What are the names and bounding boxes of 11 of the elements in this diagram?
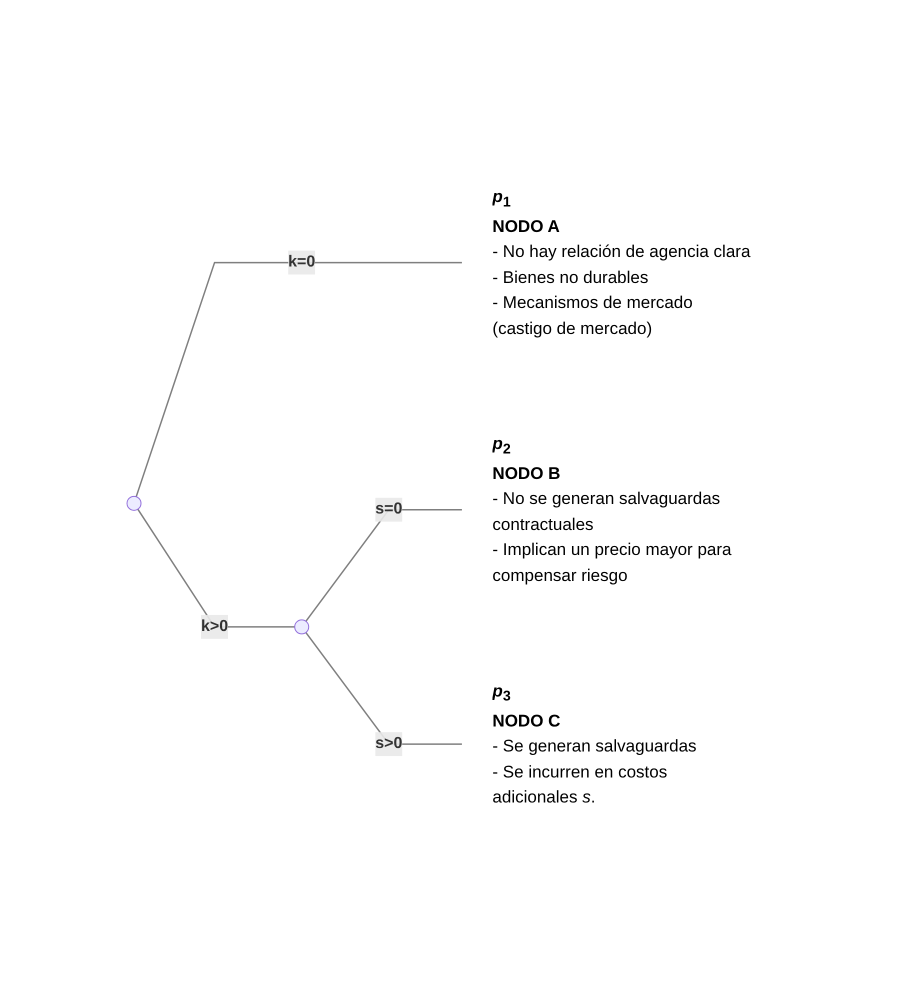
edge-label: s=0	[375, 500, 402, 518]
edge-label: k=0	[288, 253, 316, 270]
node-point	[126, 495, 142, 510]
node-text: p$_{1}$ NODO A - No hay relación de agencia clara - Bienes no durables - Mecanismos de mercado (castigo de mercado)	[492, 186, 750, 338]
node-point	[294, 618, 309, 634]
connector	[136, 508, 294, 628]
node-text: p$_{2}$ NODO B - No se generan salvaguardas contractuales - Implican un precio mayor para compensar riesgo	[492, 434, 732, 584]
edge-label: s>0	[375, 734, 402, 752]
node-text: p$_{3}$ NODO C - Se generan salvaguardas - Se incurren en costos adicionales s.	[492, 680, 696, 806]
edge-label: k>0	[200, 617, 228, 634]
connector	[135, 261, 462, 496]
